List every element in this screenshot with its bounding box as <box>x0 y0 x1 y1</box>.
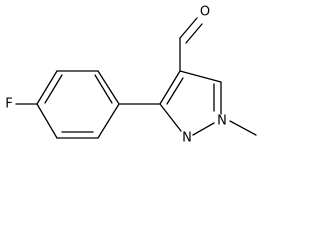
pyrazole-ring <box>159 70 222 136</box>
atom-fluorine: F <box>5 97 12 112</box>
ring-inner-double-bond <box>94 74 113 104</box>
ring-bond <box>97 70 120 105</box>
fluorophenyl-ring <box>15 70 120 139</box>
ring-bond <box>97 103 120 139</box>
atom-oxygen: O <box>200 5 210 20</box>
ring-bond <box>36 103 58 139</box>
ring-inner-double-bond <box>166 77 184 105</box>
atom-nitrogen-1: N <box>217 114 227 129</box>
ring-bond <box>179 70 222 83</box>
bond-n-methyl <box>229 120 257 136</box>
atom-nitrogen-2: N <box>182 131 192 146</box>
ring-bond <box>36 70 58 105</box>
ring-bond <box>159 103 182 132</box>
aldehyde-group <box>179 17 203 72</box>
bond-c-o-double <box>185 23 203 44</box>
ring-bond <box>159 70 181 105</box>
bond-c-o-double <box>179 17 198 39</box>
structure-canvas: F O N N <box>5 5 257 146</box>
ring-bond <box>192 122 215 136</box>
ring-inner-double-bond <box>44 74 63 104</box>
